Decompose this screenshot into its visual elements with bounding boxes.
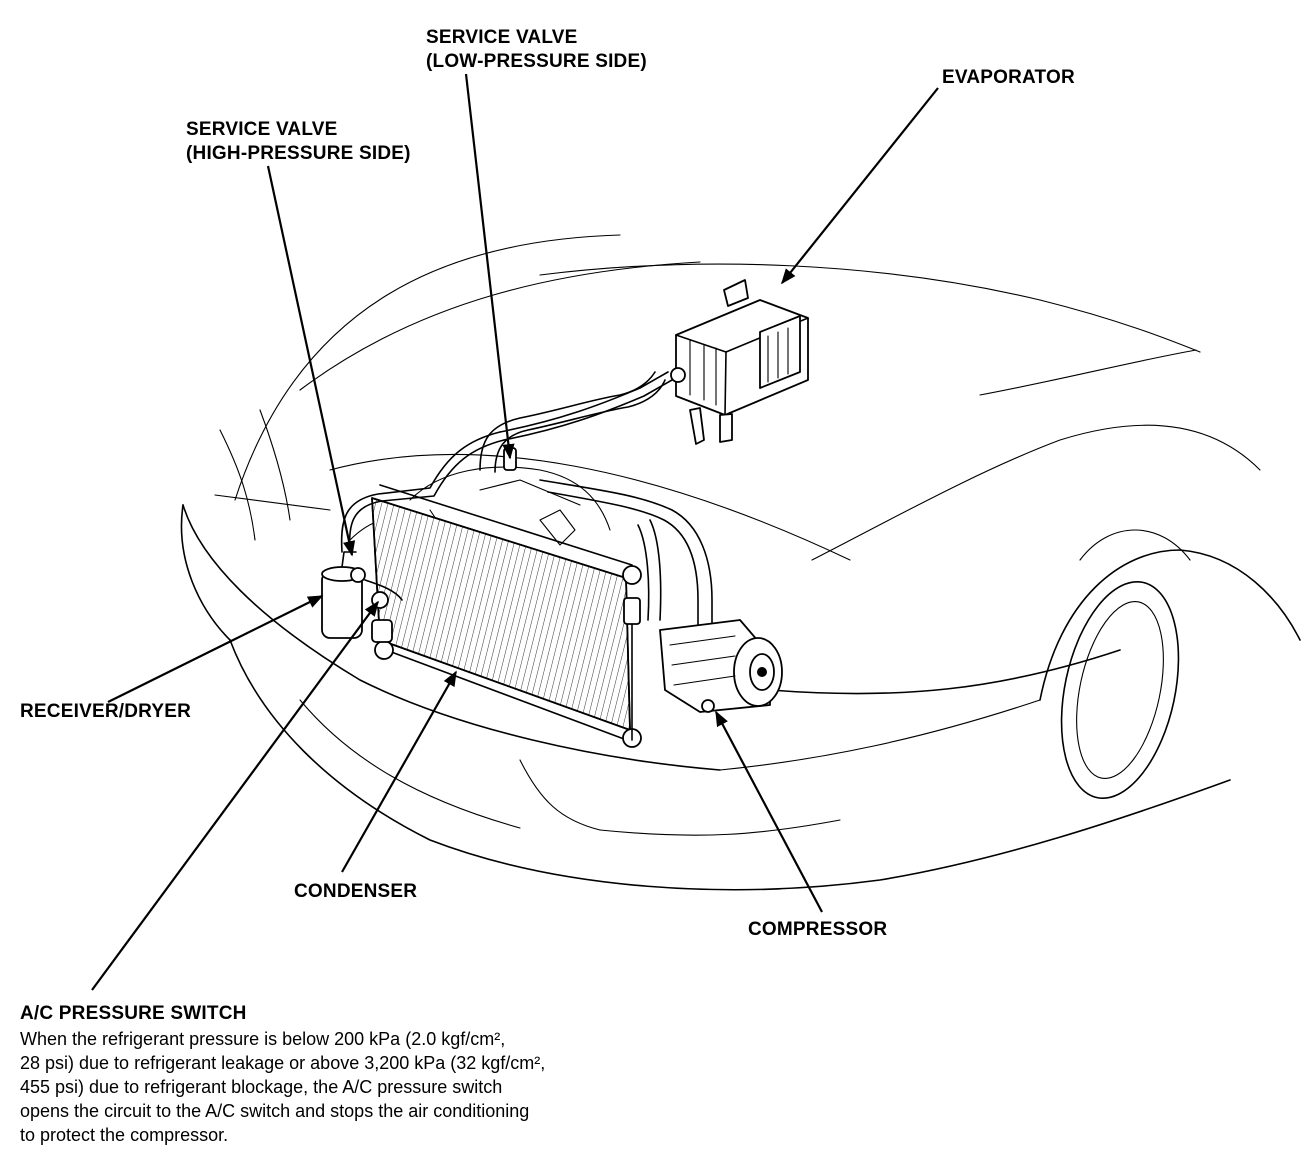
label-service-valve-low: SERVICE VALVE (LOW-PRESSURE SIDE) bbox=[426, 27, 647, 72]
description-line: opens the circuit to the A/C switch and … bbox=[20, 1101, 530, 1121]
arrow-compressor bbox=[715, 710, 823, 913]
condenser bbox=[371, 484, 642, 748]
label-compressor: COMPRESSOR bbox=[748, 919, 888, 940]
car-body bbox=[180, 234, 1301, 891]
arrow-service-valve-high bbox=[266, 165, 356, 557]
evaporator bbox=[670, 279, 809, 445]
arrow-evaporator bbox=[781, 87, 939, 285]
label-service-valve-high: SERVICE VALVE (HIGH-PRESSURE SIDE) bbox=[186, 119, 411, 164]
label-ac-pressure-switch: A/C PRESSURE SWITCH bbox=[20, 1003, 247, 1024]
compressor bbox=[659, 619, 783, 713]
label-evaporator: EVAPORATOR bbox=[942, 67, 1075, 88]
label-receiver-dryer: RECEIVER/DRYER bbox=[20, 701, 192, 722]
arrow-ac-pressure-switch bbox=[91, 600, 379, 991]
arrow-condenser bbox=[341, 670, 457, 873]
description-line: 455 psi) due to refrigerant blockage, th… bbox=[20, 1077, 503, 1097]
receiver-dryer bbox=[321, 551, 403, 643]
arrow-service-valve-low bbox=[464, 73, 515, 460]
arrow-receiver-dryer bbox=[107, 595, 324, 703]
description-line: When the refrigerant pressure is below 2… bbox=[20, 1029, 506, 1049]
refrigerant-lines bbox=[340, 371, 713, 741]
ac-pressure-switch-description: When the refrigerant pressure is below 2… bbox=[20, 1027, 680, 1147]
leader-lines bbox=[91, 73, 939, 991]
description-line: 28 psi) due to refrigerant leakage or ab… bbox=[20, 1053, 546, 1073]
label-condenser: CONDENSER bbox=[294, 881, 418, 902]
description-line: to protect the compressor. bbox=[20, 1125, 229, 1145]
